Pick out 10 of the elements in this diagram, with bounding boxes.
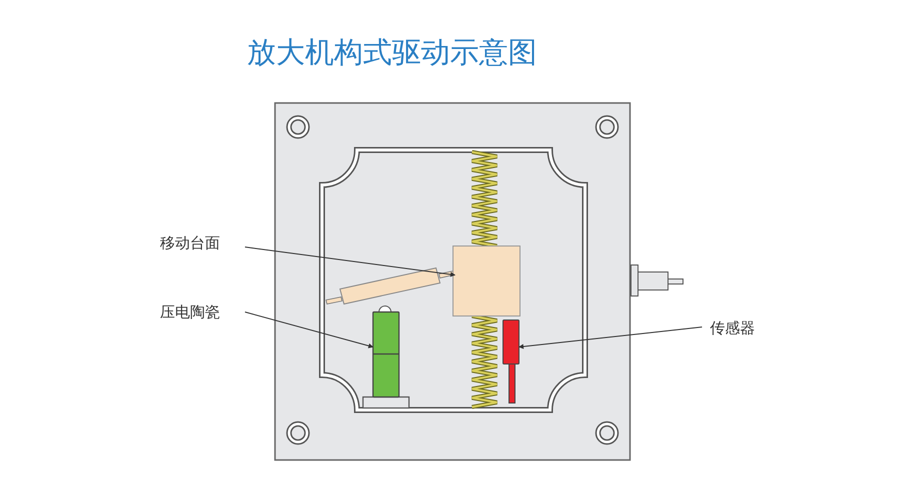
leader-line [518,326,702,349]
part-label: 传感器 [710,319,755,337]
part-label: 移动台面 [160,234,220,252]
part-label: 压电陶瓷 [160,303,220,321]
piezo-stack [372,306,400,398]
title: 放大机构式驱动示意图 [246,34,538,70]
moving-platform [452,246,520,316]
sensor-probe [502,320,520,404]
leader-line [244,312,374,348]
leader-line [244,246,456,277]
